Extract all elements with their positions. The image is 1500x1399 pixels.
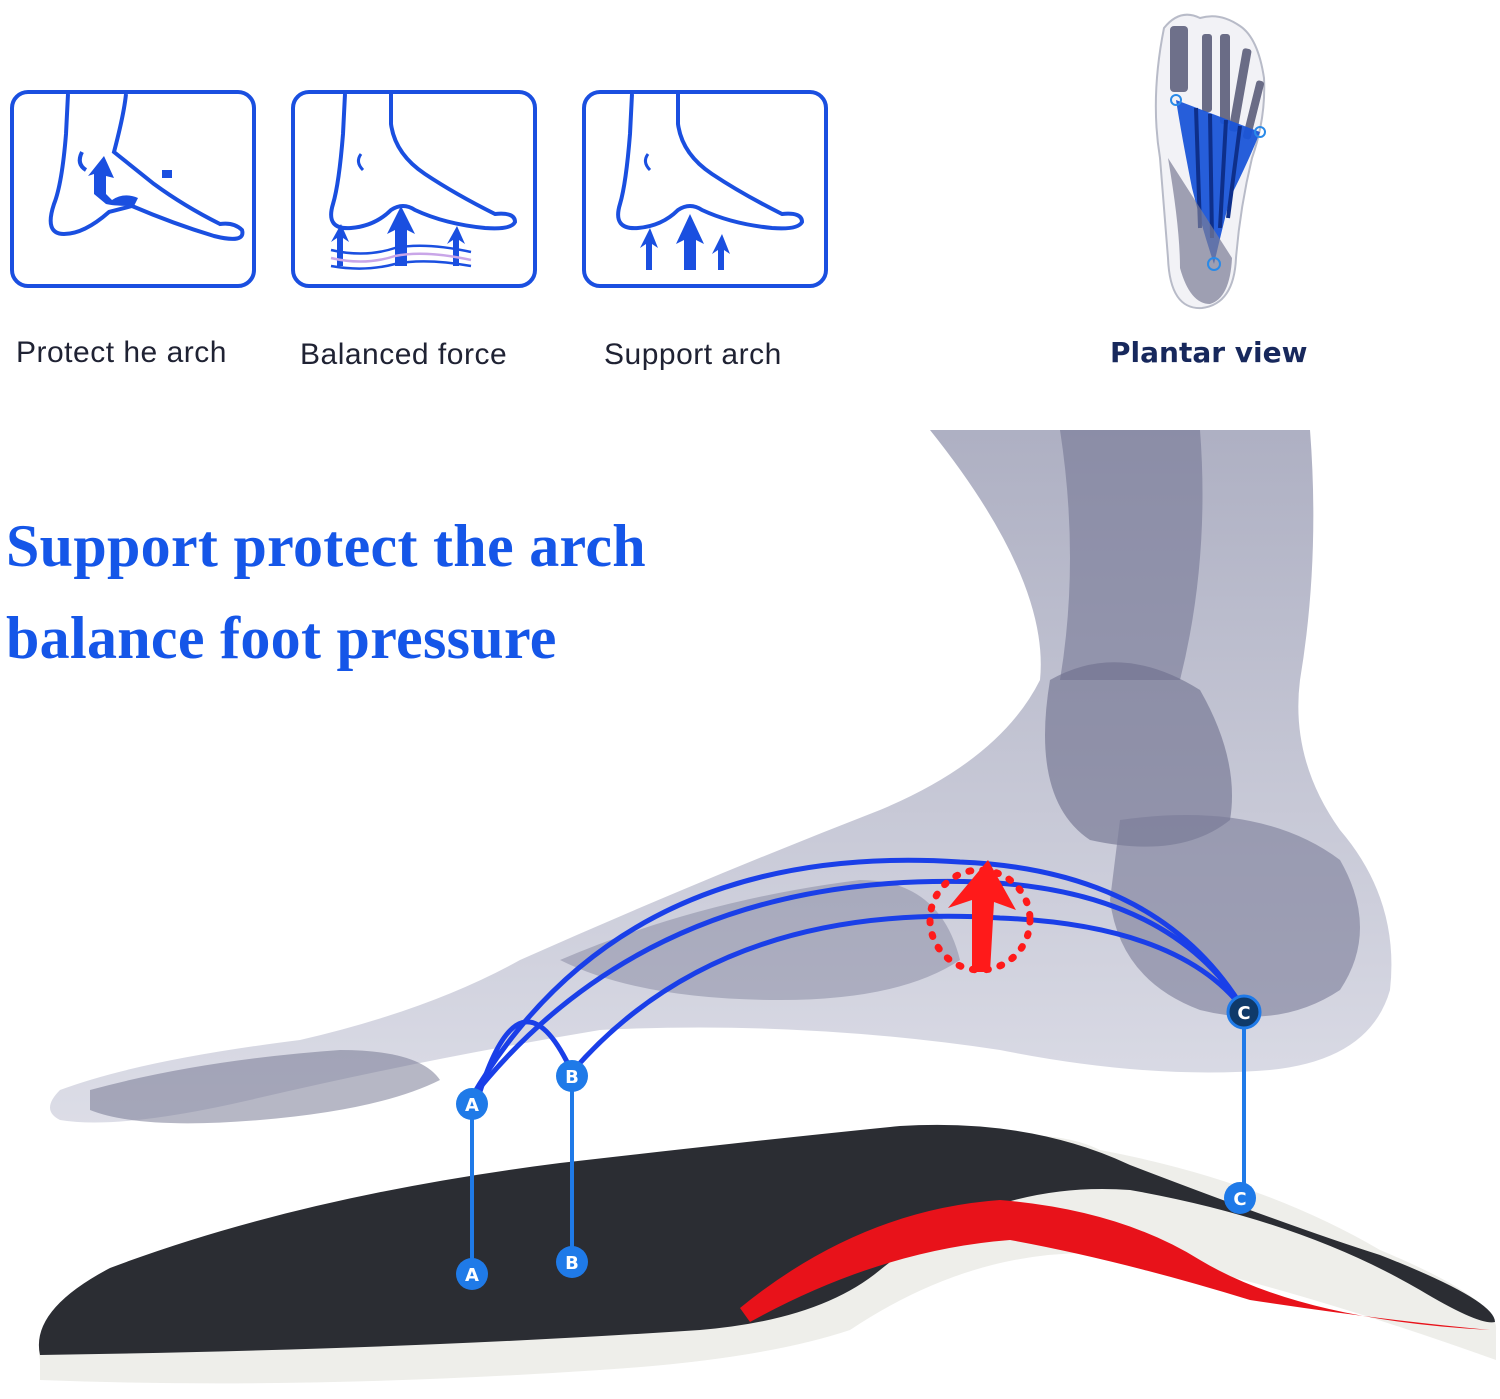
insole-marker-a: A bbox=[456, 1258, 488, 1290]
foot-xray-image bbox=[50, 430, 1392, 1124]
protect-arch-card bbox=[10, 90, 256, 288]
support-arch-card bbox=[582, 90, 828, 288]
foot-arch-support-icon bbox=[616, 94, 805, 270]
arch-lift-arrow-icon bbox=[926, 860, 1034, 974]
foot-marker-a: A bbox=[456, 1088, 488, 1120]
svg-text:A: A bbox=[465, 1265, 479, 1286]
foot-marker-c: C bbox=[1226, 994, 1262, 1030]
svg-text:C: C bbox=[1233, 1189, 1246, 1210]
balanced-force-card bbox=[291, 90, 537, 288]
insole-marker-b: B bbox=[556, 1246, 588, 1278]
benefit-label-protect: Protect he arch bbox=[16, 336, 227, 369]
foot-arch-protect-icon bbox=[48, 94, 245, 241]
foot-balanced-force-icon bbox=[329, 94, 518, 270]
svg-text:B: B bbox=[565, 1253, 579, 1274]
headline-line-2: balance foot pressure bbox=[6, 605, 557, 671]
plantar-view-figure bbox=[1140, 8, 1290, 313]
svg-text:A: A bbox=[465, 1095, 479, 1116]
svg-text:B: B bbox=[565, 1067, 579, 1088]
foot-insole-diagram: A B C A B C bbox=[38, 430, 1497, 1384]
svg-text:C: C bbox=[1237, 1003, 1250, 1024]
marker-connectors bbox=[470, 1012, 1246, 1274]
headline-line-1: Support protect the arch bbox=[6, 513, 646, 579]
plantar-view-label: Plantar view bbox=[1110, 336, 1308, 369]
foot-marker-b: B bbox=[556, 1060, 588, 1092]
arch-curves bbox=[467, 857, 1247, 1102]
insole-marker-c: C bbox=[1224, 1182, 1256, 1214]
arch-support-insole bbox=[38, 1124, 1497, 1384]
plantar-foot-xray-icon bbox=[1154, 13, 1266, 310]
benefit-label-balanced: Balanced force bbox=[300, 338, 508, 371]
benefit-label-support: Support arch bbox=[604, 338, 782, 371]
